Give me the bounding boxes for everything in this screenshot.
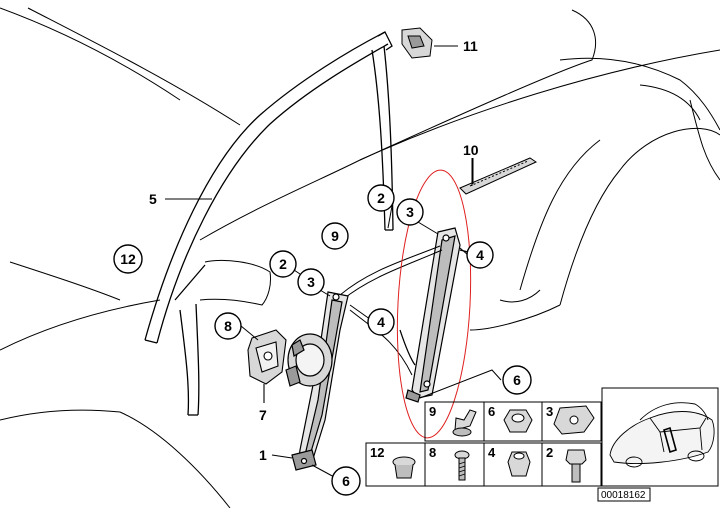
diagram-code: 00018162 [597, 487, 651, 502]
svg-text:2: 2 [377, 190, 385, 206]
callout-9: 9 [321, 222, 349, 250]
svg-text:6: 6 [513, 372, 521, 388]
grid-cell-6: 6 [488, 404, 533, 433]
grid-cell-3: 3 [546, 404, 595, 435]
svg-text:4: 4 [476, 247, 484, 263]
svg-text:3: 3 [307, 274, 315, 290]
svg-text:8: 8 [224, 318, 232, 334]
parts-grid [365, 401, 602, 487]
grid-cell-4: 4 [488, 445, 531, 477]
window-regulator-lower [285, 291, 349, 471]
svg-text:00018162: 00018162 [601, 490, 646, 501]
callout-3-upper: 3 [396, 198, 424, 226]
part-10-strip [459, 157, 538, 195]
callout-12: 12 [113, 244, 143, 274]
part-11-bracket [401, 27, 458, 59]
grid-cell-12: 12 [370, 445, 416, 479]
grid-cell-9: 9 [429, 404, 477, 437]
callout-8: 8 [214, 312, 242, 340]
label-11: 11 [463, 38, 478, 54]
part-7-motor [247, 329, 287, 403]
callout-6-bottom: 6 [331, 466, 361, 496]
label-1: 1 [259, 447, 267, 463]
svg-text:9: 9 [429, 404, 436, 419]
window-regulator-upper [399, 227, 469, 403]
svg-text:12: 12 [370, 445, 384, 460]
svg-text:6: 6 [488, 404, 495, 419]
svg-text:4: 4 [377, 314, 385, 330]
svg-text:3: 3 [546, 404, 553, 419]
svg-text:6: 6 [342, 473, 350, 489]
svg-text:2: 2 [546, 445, 553, 460]
label-7: 7 [259, 407, 267, 423]
svg-text:2: 2 [279, 256, 287, 272]
highlight-ellipse [396, 169, 472, 439]
window-frame-trim [144, 31, 394, 416]
callout-4-mid: 4 [367, 308, 395, 336]
car-thumbnail [601, 387, 719, 487]
svg-text:8: 8 [429, 445, 436, 460]
svg-text:4: 4 [488, 445, 496, 460]
callout-2-upper: 2 [367, 184, 395, 212]
svg-text:12: 12 [120, 251, 136, 267]
label-10: 10 [463, 142, 479, 158]
regulator-cables [339, 245, 443, 376]
callout-6-right: 6 [502, 365, 532, 395]
callout-4-right: 4 [466, 241, 494, 269]
grid-cell-8: 8 [429, 445, 470, 481]
car-body-outline [0, 7, 720, 509]
svg-text:3: 3 [406, 204, 414, 220]
svg-text:9: 9 [331, 228, 339, 244]
grid-cell-2: 2 [546, 445, 587, 483]
label-5: 5 [149, 191, 157, 207]
callout-2-lower: 2 [269, 250, 297, 278]
callout-3-lower: 3 [297, 268, 325, 296]
